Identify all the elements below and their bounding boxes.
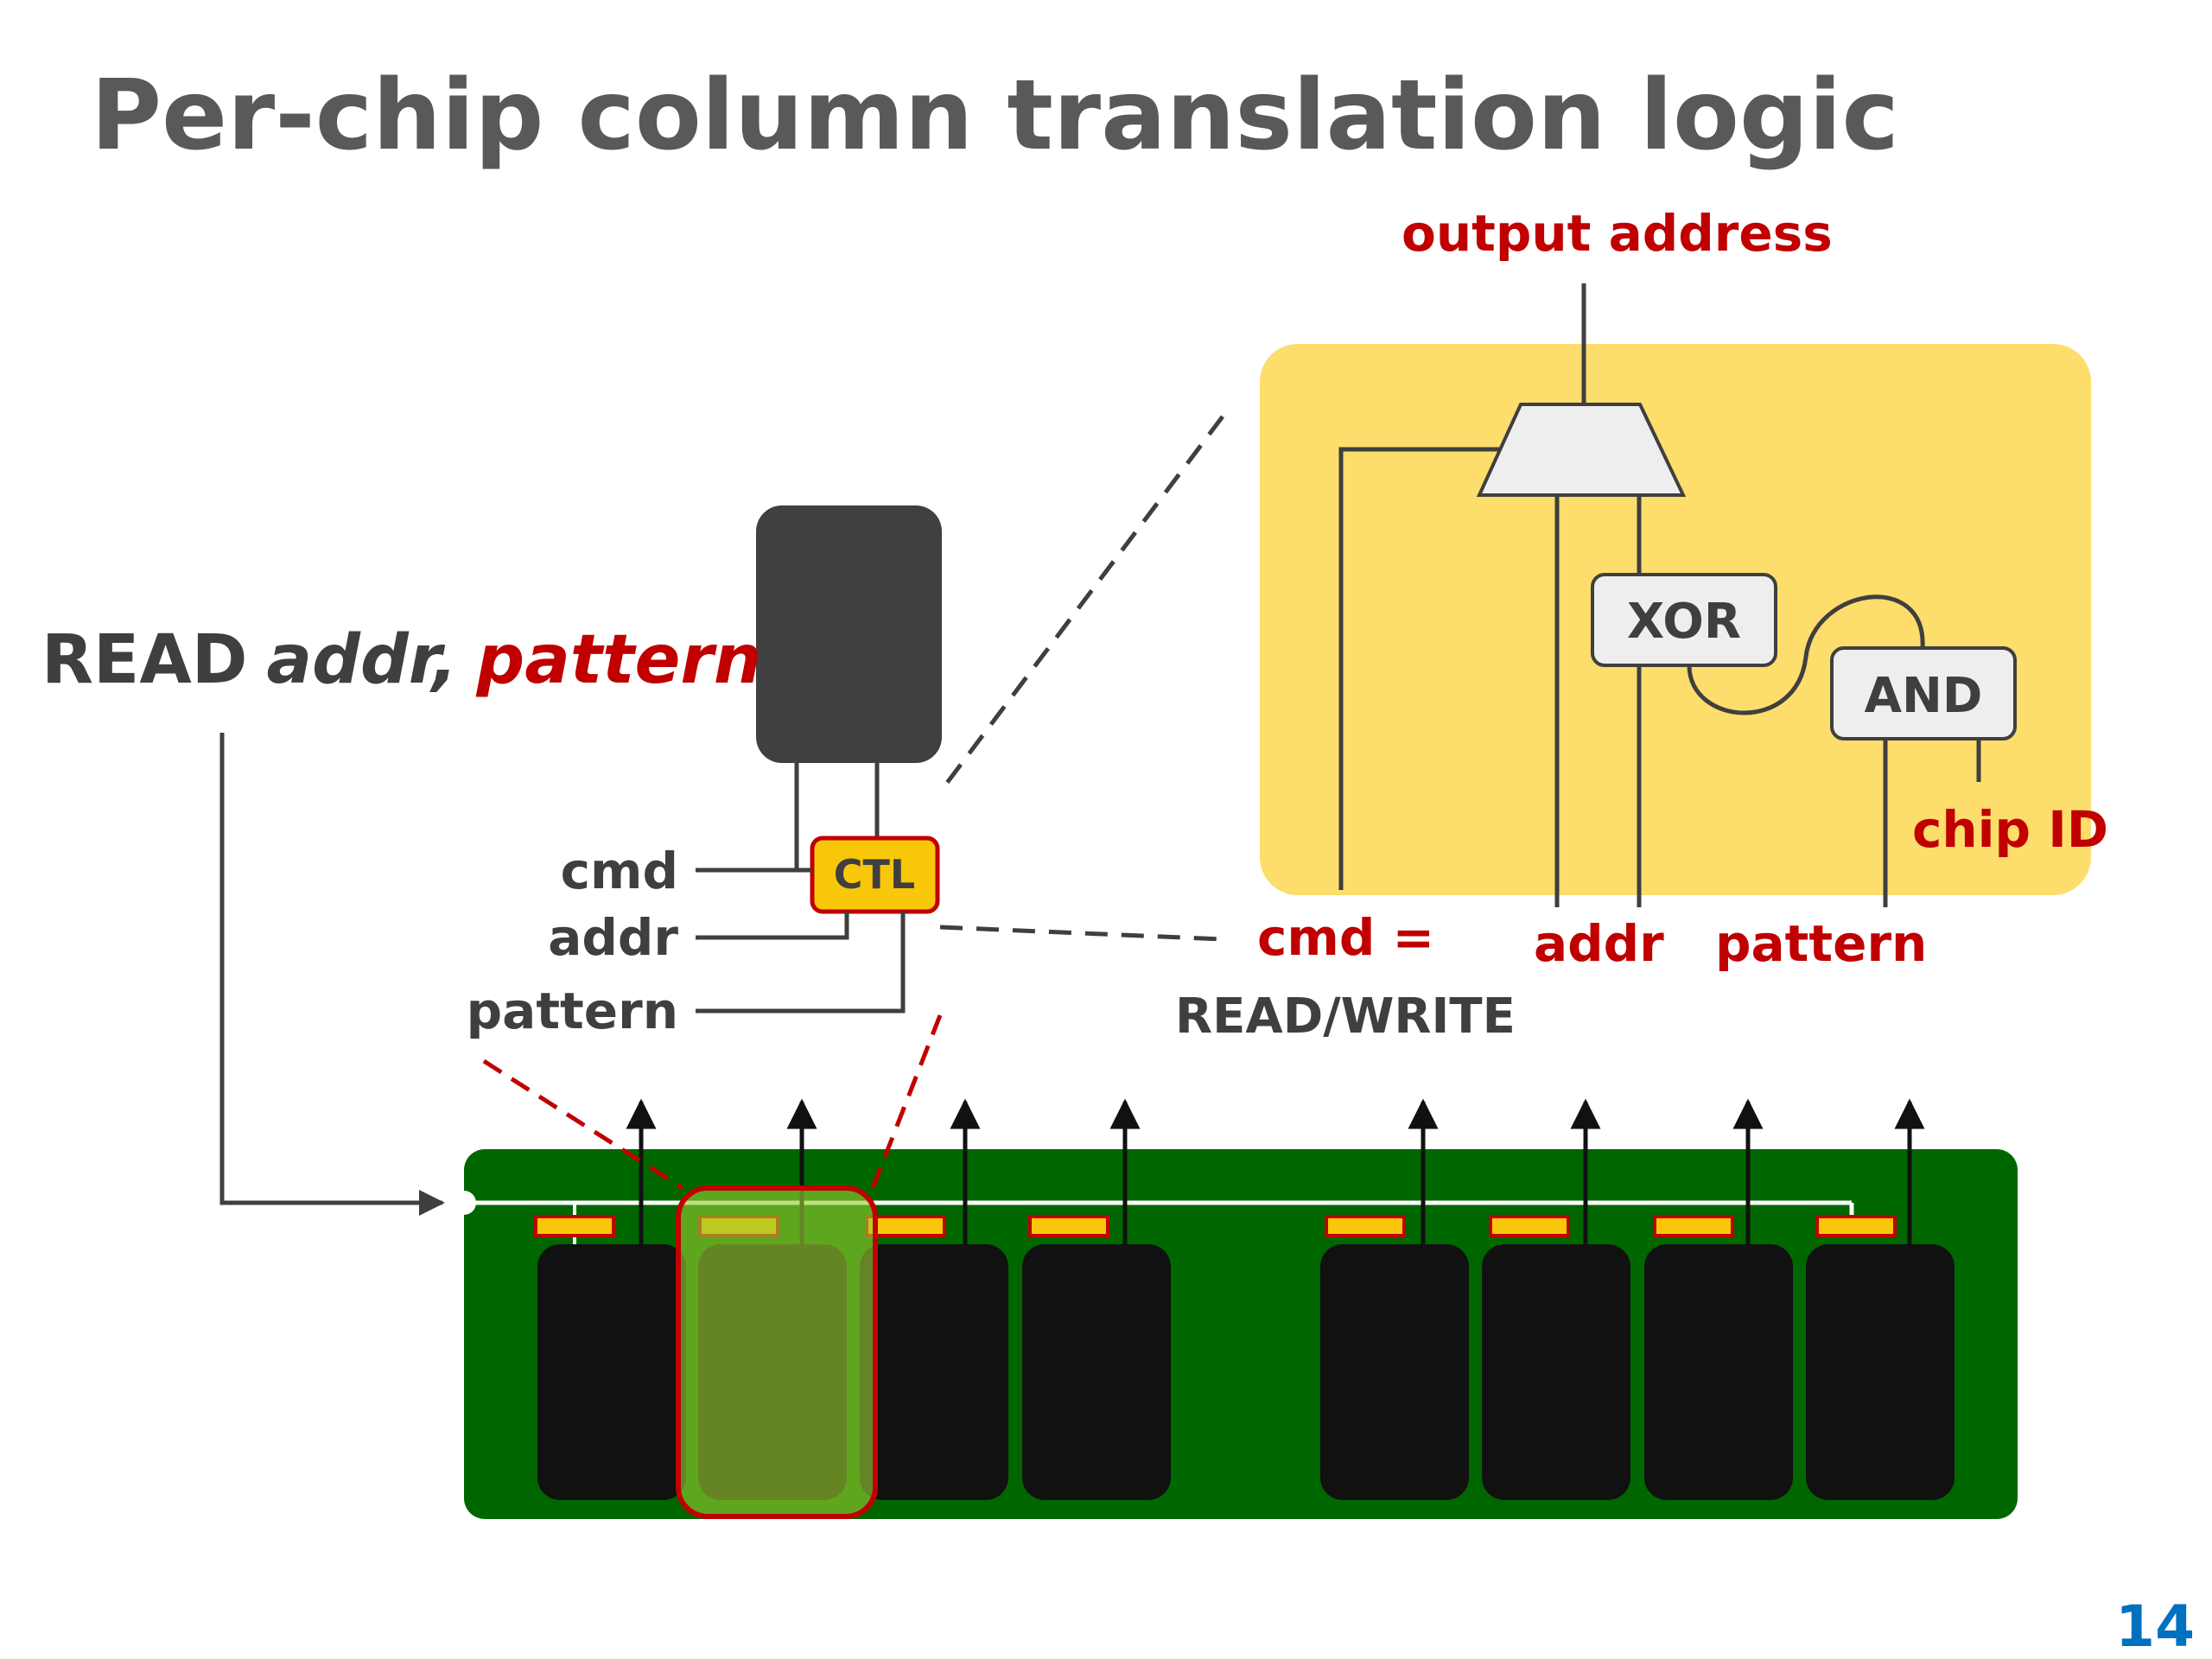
ctl-input-pattern: pattern <box>467 982 678 1040</box>
addr-input-wire <box>696 912 849 940</box>
dram-chip-8 <box>1806 1244 1955 1500</box>
chip-ctl-4 <box>1028 1215 1109 1237</box>
ctl-label: CTL <box>834 851 915 898</box>
pattern-label: pattern <box>1715 914 1927 973</box>
page-number: 14 <box>2115 1593 2195 1659</box>
selected-chip-highlight <box>676 1185 878 1519</box>
dram-chip-4 <box>1022 1244 1171 1500</box>
and-gate <box>1830 646 2017 741</box>
xor-label: XOR <box>1627 594 1741 650</box>
ctl-input-cmd: cmd <box>561 842 678 900</box>
command-pattern: pattern <box>475 621 761 699</box>
chip-ctl-5 <box>1325 1215 1406 1237</box>
dram-chip-6 <box>1482 1244 1630 1500</box>
chip-body <box>756 505 942 763</box>
ctl-box <box>810 836 940 914</box>
addr-label: addr <box>1534 914 1664 973</box>
zoom-line-top <box>943 415 1224 788</box>
output-address-label: output address <box>1402 204 1833 263</box>
page-title: Per-chip column translation logic <box>91 60 1899 172</box>
red-zoom-line-left <box>482 1058 684 1191</box>
cmd-label: cmd = <box>1257 908 1434 967</box>
command-arrow <box>219 733 445 1216</box>
and-to-xor-wire <box>1687 594 1925 715</box>
chip-group <box>1320 1098 1955 1500</box>
and-label: AND <box>1865 668 1983 724</box>
cmd-select-wire <box>1338 447 1499 890</box>
chip-ctl-8 <box>1815 1215 1897 1237</box>
mux <box>1476 403 1687 497</box>
chip-ctl-6 <box>1489 1215 1570 1237</box>
pattern-input-wire <box>696 912 906 1014</box>
cmd-values-label: READ/WRITE <box>1175 988 1516 1045</box>
dram-chip-7 <box>1644 1244 1793 1500</box>
dram-chip-3 <box>860 1244 1008 1500</box>
command-addr: addr, <box>266 621 457 699</box>
chip-id-label: chip ID <box>1912 800 2108 859</box>
bus-entry-dot <box>452 1191 476 1215</box>
chip-ctl-7 <box>1653 1215 1734 1237</box>
dram-chip-5 <box>1320 1244 1469 1500</box>
dram-chip-1 <box>537 1244 686 1500</box>
command-op: READ <box>41 621 247 699</box>
ctl-input-addr: addr <box>548 908 678 967</box>
zoom-line-bottom <box>939 925 1224 942</box>
chip-ctl-3 <box>865 1215 946 1237</box>
chip-ctl-1 <box>534 1215 615 1237</box>
xor-gate <box>1591 573 1777 667</box>
